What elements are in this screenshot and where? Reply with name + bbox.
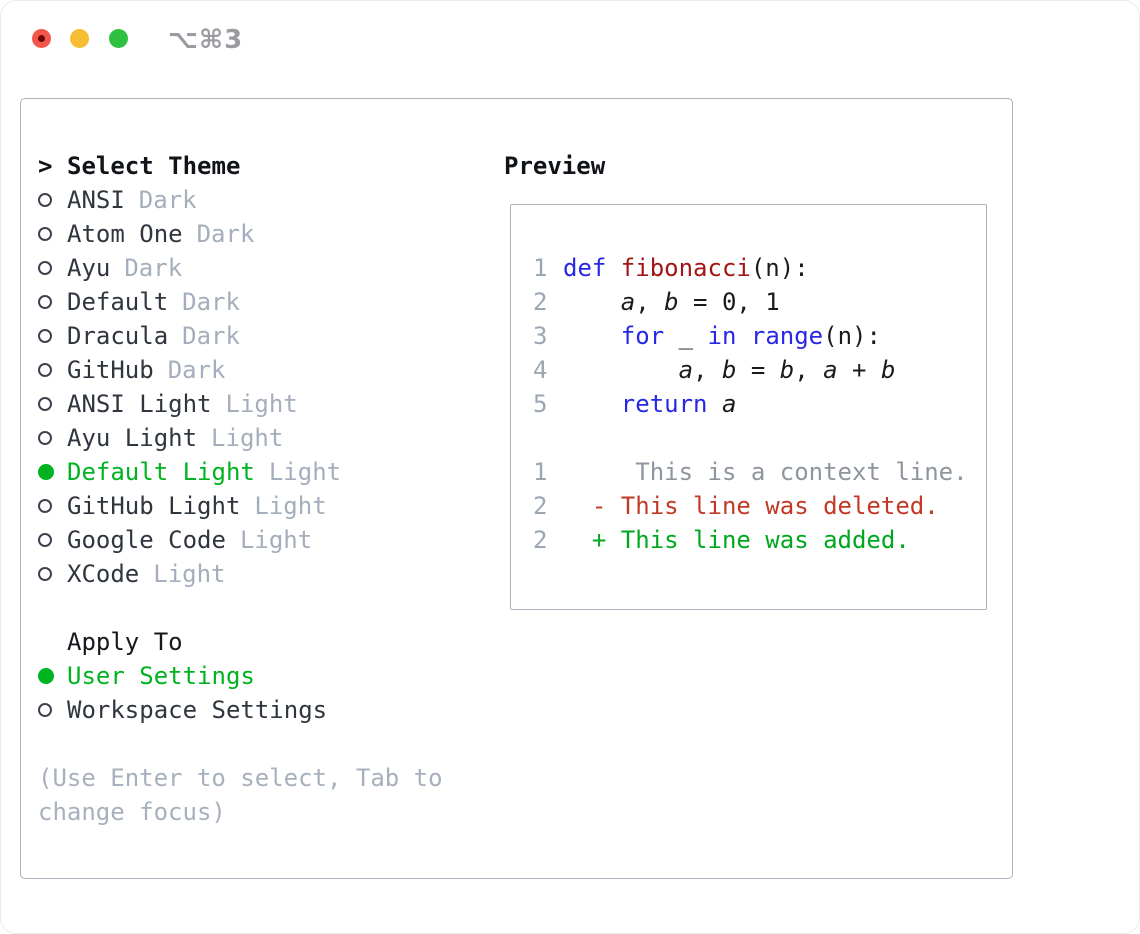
radio-icon bbox=[38, 363, 52, 377]
radio-icon bbox=[38, 397, 52, 411]
theme-list-header: > Select Theme bbox=[21, 149, 491, 183]
radio-icon bbox=[38, 703, 52, 717]
radio-icon bbox=[38, 567, 52, 581]
maximize-button[interactable] bbox=[109, 29, 128, 48]
diff-deleted-line: 2 - This line was deleted. bbox=[533, 489, 986, 523]
code-line: 3 for _ in range(n): bbox=[533, 319, 986, 353]
titlebar: ⌥⌘3 bbox=[1, 1, 1139, 76]
line-number: 2 bbox=[533, 526, 548, 554]
spacer bbox=[21, 591, 491, 625]
theme-option-github-light[interactable]: GitHub Light Light bbox=[21, 489, 491, 523]
theme-option-ayu-dark[interactable]: Ayu Dark bbox=[21, 251, 491, 285]
code-line: 4 a, b = b, a + b bbox=[533, 353, 986, 387]
radio-icon bbox=[38, 431, 52, 445]
radio-selected-icon bbox=[38, 464, 54, 480]
window-shortcut-label: ⌥⌘3 bbox=[168, 25, 244, 55]
radio-icon bbox=[38, 295, 52, 309]
code-line: 5 return a bbox=[533, 387, 986, 421]
line-number: 1 bbox=[533, 254, 548, 282]
line-number: 2 bbox=[533, 492, 548, 520]
diff-context-line: 1 This is a context line. bbox=[533, 455, 986, 489]
diff-added-line: 2 + This line was added. bbox=[533, 523, 986, 557]
close-button[interactable] bbox=[32, 29, 51, 48]
theme-list-title: Select Theme bbox=[67, 152, 241, 180]
line-number: 2 bbox=[533, 288, 548, 316]
spacer bbox=[21, 727, 491, 761]
theme-list: > Select Theme ANSI Dark Atom One Dark A… bbox=[21, 149, 491, 829]
theme-option-ansi-dark[interactable]: ANSI Dark bbox=[21, 183, 491, 217]
line-number: 1 bbox=[533, 458, 548, 486]
help-text-line-2: change focus) bbox=[38, 798, 226, 826]
apply-to-header: Apply To bbox=[21, 625, 491, 659]
radio-icon bbox=[38, 329, 52, 343]
close-dot-icon bbox=[38, 35, 45, 42]
theme-option-atom-one-dark[interactable]: Atom One Dark bbox=[21, 217, 491, 251]
apply-to-title: Apply To bbox=[67, 628, 183, 656]
theme-option-ayu-light[interactable]: Ayu Light Light bbox=[21, 421, 491, 455]
spacer bbox=[533, 421, 986, 455]
theme-option-ansi-light[interactable]: ANSI Light Light bbox=[21, 387, 491, 421]
preview-title: Preview bbox=[504, 152, 606, 180]
help-text-line-1: (Use Enter to select, Tab to bbox=[38, 764, 443, 792]
theme-option-xcode[interactable]: XCode Light bbox=[21, 557, 491, 591]
apply-option-user-settings[interactable]: User Settings bbox=[21, 659, 491, 693]
line-number: 3 bbox=[533, 322, 548, 350]
theme-option-dracula-dark[interactable]: Dracula Dark bbox=[21, 319, 491, 353]
radio-icon bbox=[38, 193, 52, 207]
radio-icon bbox=[38, 533, 52, 547]
theme-option-default-dark[interactable]: Default Dark bbox=[21, 285, 491, 319]
radio-selected-icon bbox=[38, 668, 54, 684]
cursor-icon: > bbox=[38, 152, 53, 180]
theme-option-google-code[interactable]: Google Code Light bbox=[21, 523, 491, 557]
code-line: 2 a, b = 0, 1 bbox=[533, 285, 986, 319]
theme-option-default-light[interactable]: Default Light Light bbox=[21, 455, 491, 489]
radio-icon bbox=[38, 261, 52, 275]
minimize-button[interactable] bbox=[70, 29, 89, 48]
main-panel: > Select Theme ANSI Dark Atom One Dark A… bbox=[20, 98, 1013, 879]
line-number: 5 bbox=[533, 390, 548, 418]
radio-icon bbox=[38, 227, 52, 241]
theme-option-github-dark[interactable]: GitHub Dark bbox=[21, 353, 491, 387]
radio-icon bbox=[38, 499, 52, 513]
line-number: 4 bbox=[533, 356, 548, 384]
apply-option-workspace-settings[interactable]: Workspace Settings bbox=[21, 693, 491, 727]
